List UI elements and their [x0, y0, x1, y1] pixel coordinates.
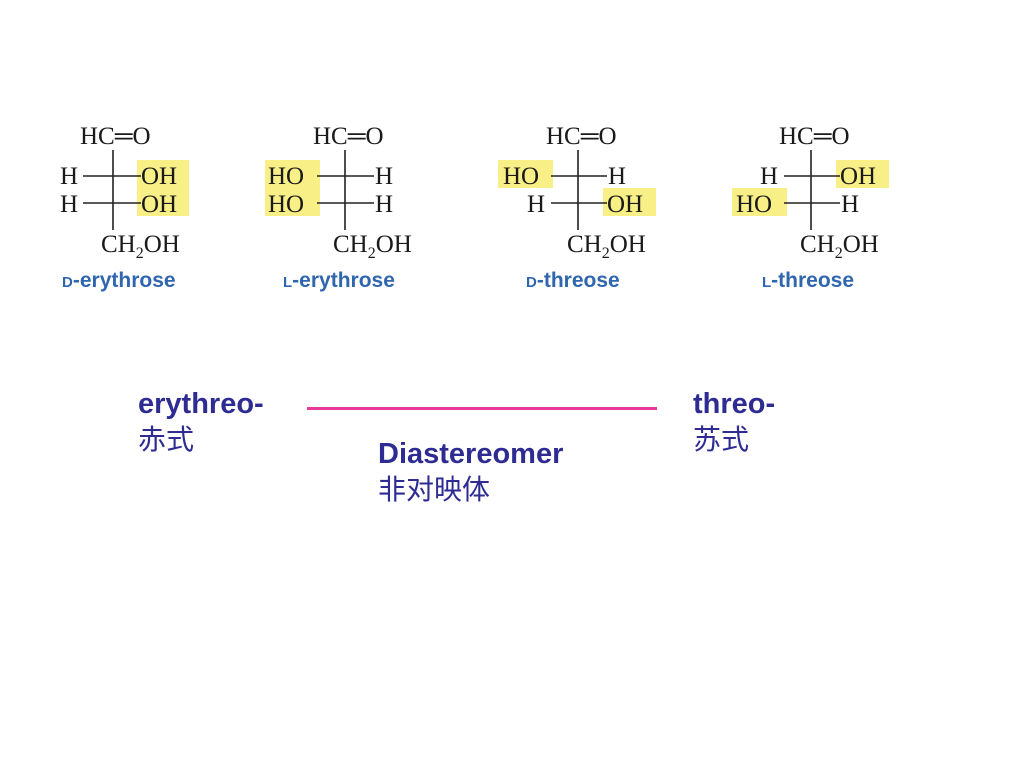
- erythreo-label-zh: 赤式: [138, 423, 195, 456]
- structure-l-threose: HC═O H OH HO H CH2OH L-threose: [732, 123, 889, 292]
- row2-right-group: OH: [141, 191, 177, 218]
- structure-d-threose: HC═O HO H H OH CH2OH D-threose: [498, 123, 656, 292]
- row1-right-group: OH: [141, 163, 177, 190]
- structure-d-erythrose: HC═O H OH H OH CH2OH D-erythrose: [60, 123, 189, 292]
- hydroxymethyl-group: CH2OH: [333, 231, 412, 262]
- highlight-oh-2: [137, 188, 189, 216]
- threo-label-en: threo-: [693, 388, 776, 420]
- threo-label-zh: 苏式: [693, 423, 750, 456]
- structure-name: D-threose: [526, 269, 620, 292]
- diastereomer-label: Diastereomer 非对映体: [378, 437, 563, 509]
- row1-left-group: HO: [503, 163, 539, 190]
- erythreo-label: erythreo- 赤式: [138, 387, 264, 459]
- diastereomer-connector-line: [307, 407, 657, 410]
- row1-right-group: H: [608, 163, 626, 190]
- highlight-oh-1: [836, 160, 889, 188]
- row1-right-group: H: [375, 163, 393, 190]
- diastereomer-label-zh: 非对映体: [378, 473, 491, 506]
- highlight-ho-1: [265, 160, 320, 188]
- structure-name: L-threose: [762, 269, 854, 292]
- diastereomer-label-en: Diastereomer: [378, 438, 564, 470]
- hydroxymethyl-group: CH2OH: [567, 231, 646, 262]
- row1-right-group: OH: [840, 163, 876, 190]
- row1-left-group: HO: [268, 163, 304, 190]
- highlight-ho-2: [732, 188, 787, 216]
- row2-right-group: H: [375, 191, 393, 218]
- row1-left-group: H: [60, 163, 78, 190]
- highlight-oh-1: [137, 160, 189, 188]
- row2-left-group: H: [60, 191, 78, 218]
- aldehyde-group: HC═O: [546, 123, 617, 150]
- highlight-ho-1: [498, 160, 553, 188]
- threo-label: threo- 苏式: [693, 387, 775, 459]
- row2-left-group: HO: [736, 191, 772, 218]
- highlight-oh-2: [603, 188, 656, 216]
- structure-name: L-erythrose: [283, 269, 395, 292]
- structure-l-erythrose: HC═O HO H HO H CH2OH L-erythrose: [265, 123, 412, 292]
- highlight-ho-2: [265, 188, 320, 216]
- row2-left-group: H: [527, 191, 545, 218]
- row2-right-group: H: [841, 191, 859, 218]
- row2-right-group: OH: [607, 191, 643, 218]
- row2-left-group: HO: [268, 191, 304, 218]
- row1-left-group: H: [760, 163, 778, 190]
- structure-name: D-erythrose: [62, 269, 176, 292]
- erythreo-label-en: erythreo-: [138, 388, 264, 420]
- hydroxymethyl-group: CH2OH: [101, 231, 180, 262]
- aldehyde-group: HC═O: [779, 123, 850, 150]
- aldehyde-group: HC═O: [80, 123, 151, 150]
- hydroxymethyl-group: CH2OH: [800, 231, 879, 262]
- aldehyde-group: HC═O: [313, 123, 384, 150]
